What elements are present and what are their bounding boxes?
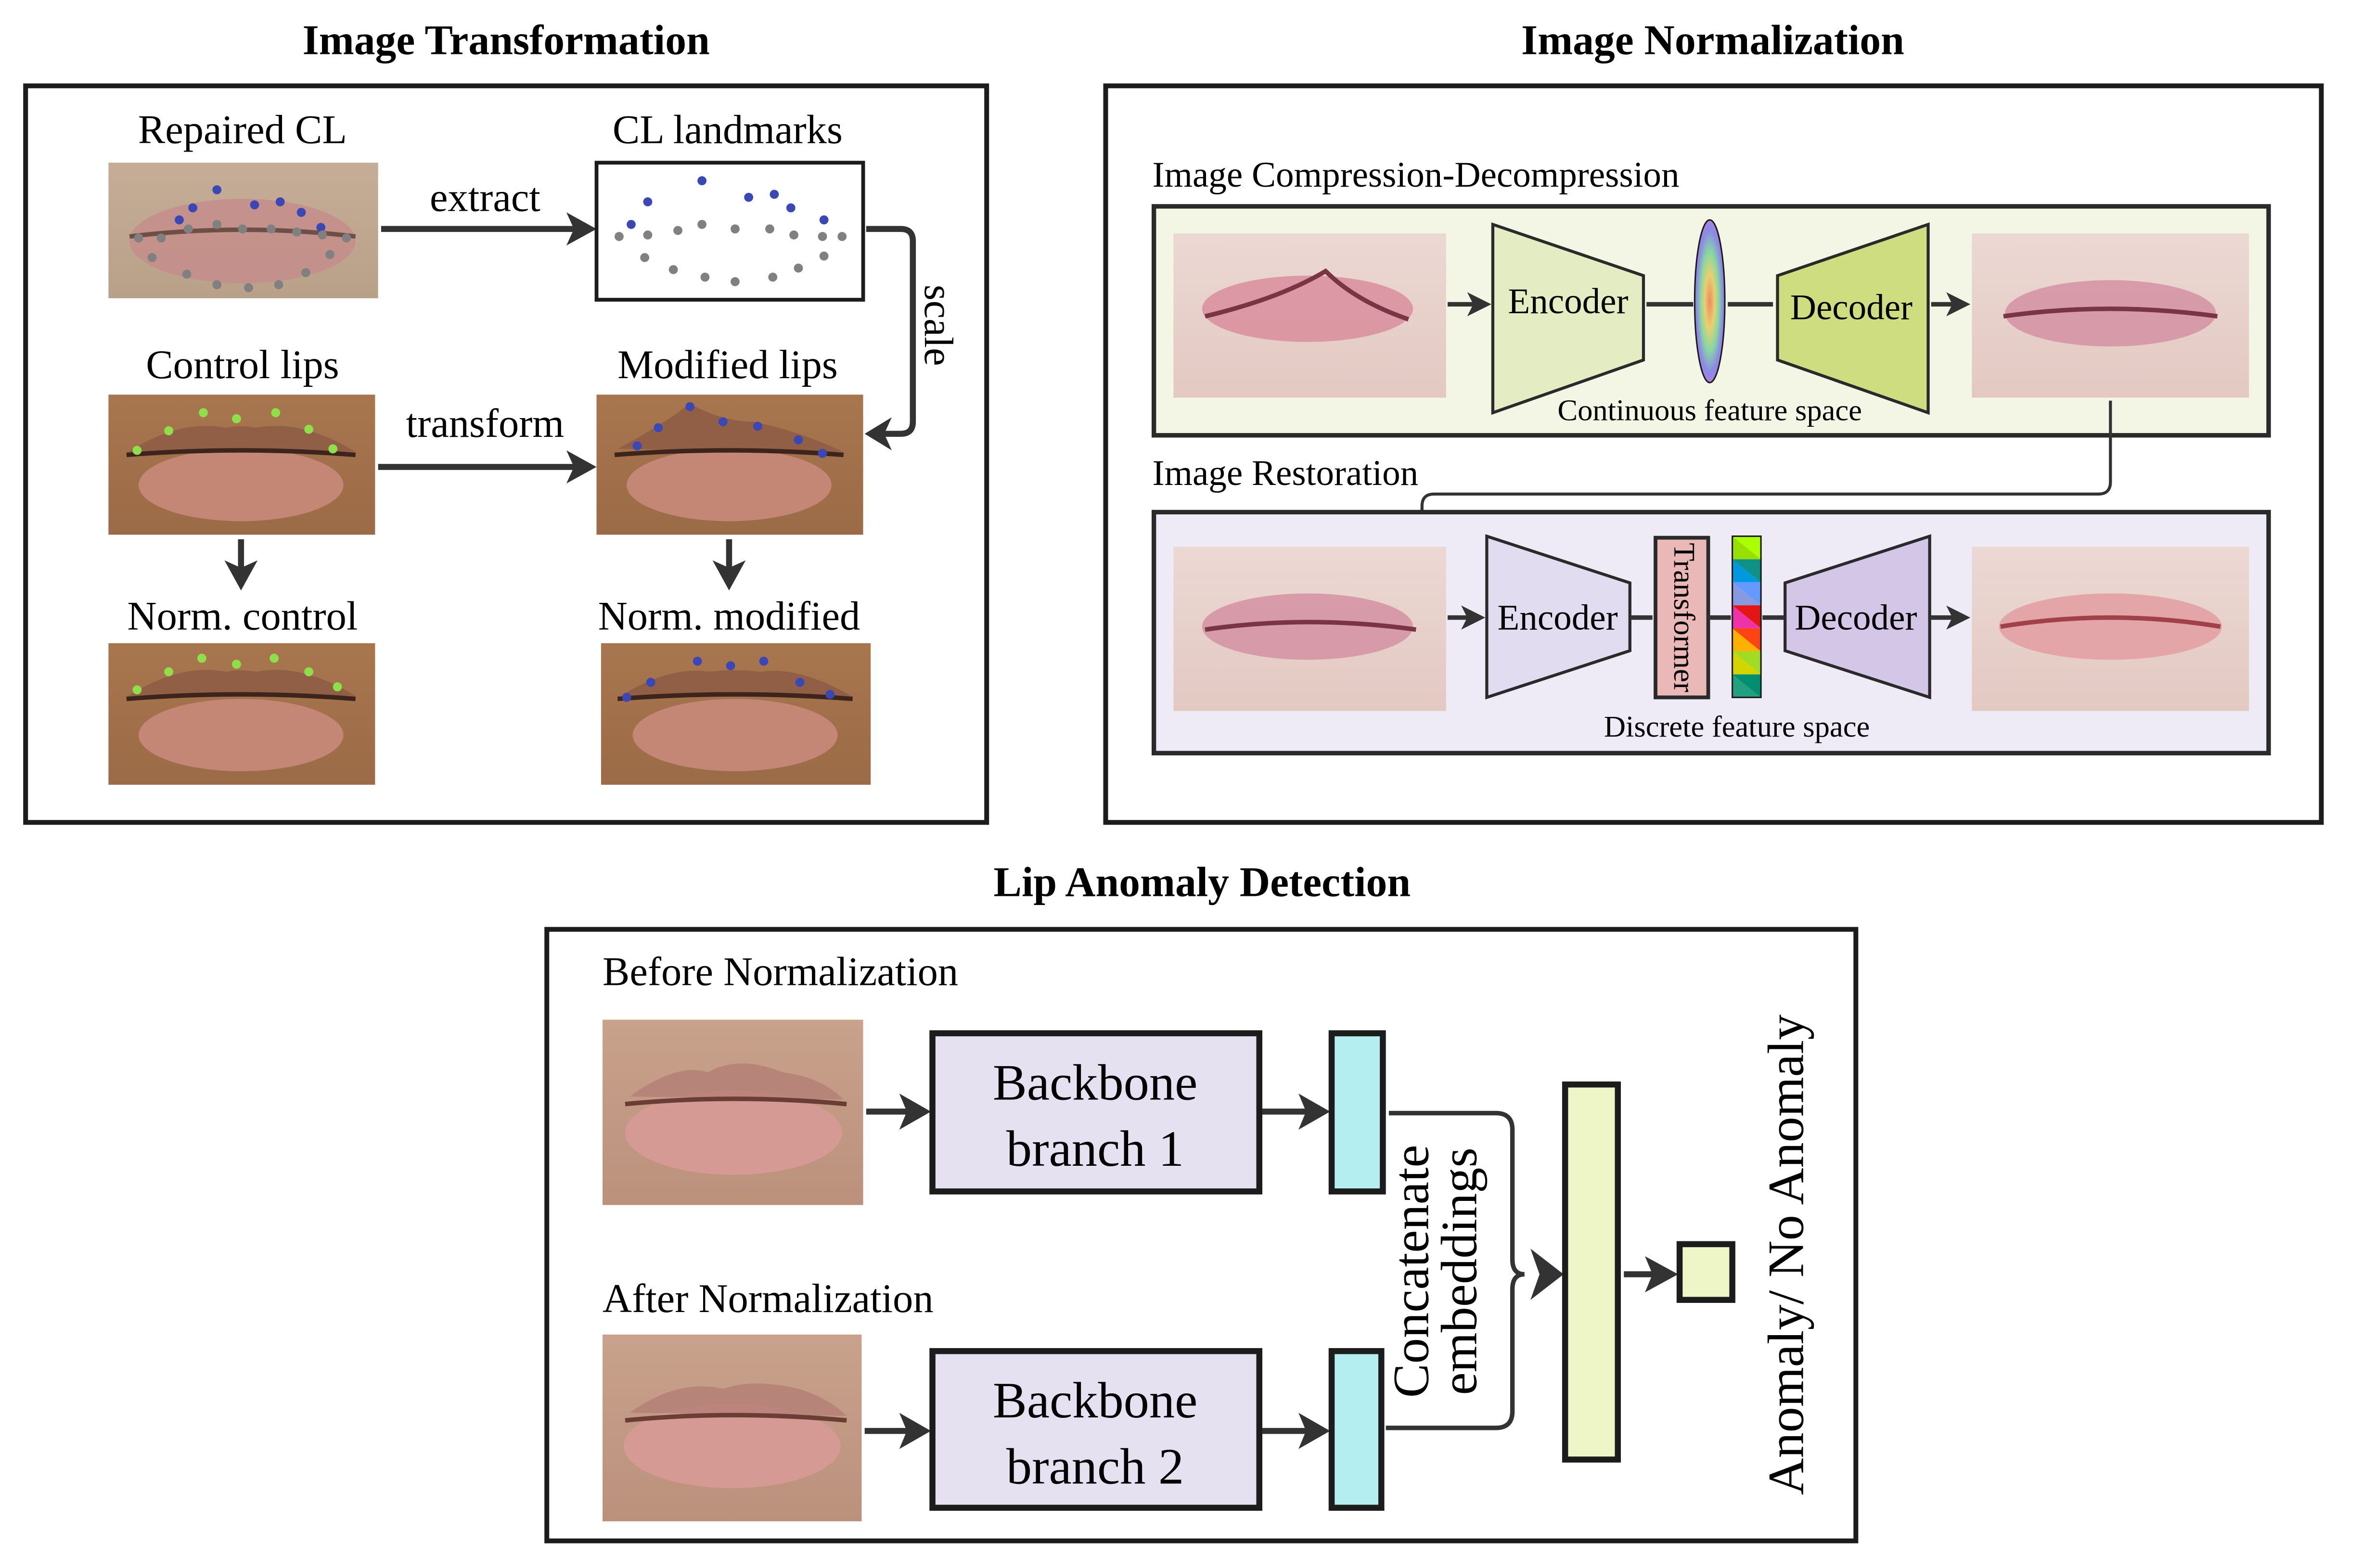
compression-input-image [1173, 233, 1446, 398]
output-node [1676, 1241, 1735, 1303]
normalization-panel: Image Normalization Image Compression-De… [1103, 17, 2324, 825]
after-normalization-image [603, 1334, 862, 1521]
codebook-border [1732, 535, 1762, 699]
before-normalization-label: Before Normalization [603, 949, 958, 994]
compression-caption: Continuous feature space [1557, 393, 1862, 427]
arrowhead-icon [1946, 605, 1971, 630]
output-label: Anomaly/ No Anomaly [1758, 1014, 1815, 1495]
extract-label: extract [430, 175, 540, 220]
modified-lips-image [596, 395, 863, 535]
embedding-2 [1328, 1348, 1385, 1511]
arrowhead-icon [1298, 1413, 1330, 1449]
concat-line-top [1388, 1110, 1525, 1277]
norm-control-label: Norm. control [128, 594, 358, 639]
concat-label-line-1: Concatenate [1383, 1145, 1439, 1398]
restoration-output-image [1972, 547, 2249, 711]
transformation-panel: Image Transformation Repaired CL CL land… [23, 17, 989, 825]
transformer-label: Transformer [1668, 543, 1701, 692]
before-normalization-image [603, 1020, 863, 1205]
backbone-branch-1-line-2: branch 1 [1006, 1121, 1184, 1177]
embedding-1 [1328, 1030, 1386, 1195]
scale-label: scale [916, 285, 961, 366]
compression-decoder-label: Decoder [1790, 288, 1913, 328]
restoration-encoder [1485, 534, 1631, 700]
transformer-block [1654, 535, 1710, 700]
cl-landmarks-box [594, 161, 865, 302]
arrowhead-icon [1530, 1249, 1564, 1300]
backbone-branch-2-line-2: branch 2 [1006, 1439, 1184, 1495]
compression-output-image [1972, 233, 2249, 398]
detection-title: Lip Anomaly Detection [994, 859, 1411, 905]
arrowhead-icon [712, 560, 746, 591]
norm-modified-image [601, 643, 871, 785]
arrowhead-icon [1461, 605, 1486, 630]
arrowhead-icon [899, 1093, 931, 1130]
backbone-branch-2 [929, 1348, 1263, 1511]
arrowhead-icon [899, 1413, 931, 1449]
codebook-cell [1732, 651, 1761, 675]
restoration-decoder [1784, 534, 1931, 700]
arrowhead-icon [566, 450, 597, 484]
landmark-dots [134, 185, 351, 293]
control-lips-label: Control lips [146, 343, 339, 387]
backbone-branch-2-line-1: Backbone [993, 1372, 1198, 1429]
restoration-caption: Discrete feature space [1604, 710, 1870, 743]
repaired-cl-image [108, 163, 378, 298]
detection-panel: Lip Anomaly Detection Before Normalizati… [544, 859, 1859, 1543]
transformation-title: Image Transformation [303, 17, 710, 64]
backbone-branch-1 [929, 1030, 1263, 1195]
modified-lips-label: Modified lips [617, 343, 838, 387]
concat-label-line-2: embeddings [1431, 1147, 1488, 1395]
restoration-label: Image Restoration [1153, 453, 1419, 493]
scale-connector [866, 226, 916, 437]
repaired-cl-label: Repaired CL [138, 107, 347, 152]
codebook-cell [1732, 605, 1761, 628]
compression-encoder [1491, 222, 1645, 415]
restoration-decoder-label: Decoder [1795, 598, 1917, 638]
compression-encoder-label: Encoder [1508, 281, 1628, 321]
compression-label: Image Compression-Decompression [1153, 155, 1680, 195]
compression-decoder [1776, 222, 1930, 415]
concat-line-bottom [1386, 1272, 1525, 1430]
fc-layer [1562, 1081, 1621, 1463]
codebook-cell [1732, 674, 1761, 698]
after-normalization-label: After Normalization [603, 1276, 934, 1321]
backbone-branch-1-line-1: Backbone [993, 1054, 1198, 1111]
arrowhead-icon [864, 417, 892, 451]
control-lips-image [108, 395, 375, 535]
codebook-cell [1732, 628, 1761, 651]
codebook-cell [1732, 582, 1761, 606]
norm-control-image [108, 643, 375, 785]
norm-modified-label: Norm. modified [598, 594, 860, 639]
arrowhead-icon [1645, 1256, 1678, 1293]
arrowhead-icon [566, 212, 597, 246]
codebook-icon [1732, 535, 1762, 699]
cl-landmarks-label: CL landmarks [613, 107, 843, 152]
transform-label: transform [406, 401, 565, 446]
arrowhead-icon [224, 560, 258, 591]
normalization-title: Image Normalization [1521, 17, 1904, 64]
continuous-latent-icon [1694, 219, 1726, 383]
restoration-input-image [1173, 547, 1446, 711]
arrowhead-icon [1467, 292, 1491, 317]
codebook-cell [1732, 536, 1761, 560]
arrowhead-icon [1298, 1093, 1330, 1130]
restoration-encoder-label: Encoder [1497, 598, 1617, 638]
arrowhead-icon [1946, 292, 1971, 317]
normalization-connector [1420, 400, 2112, 527]
